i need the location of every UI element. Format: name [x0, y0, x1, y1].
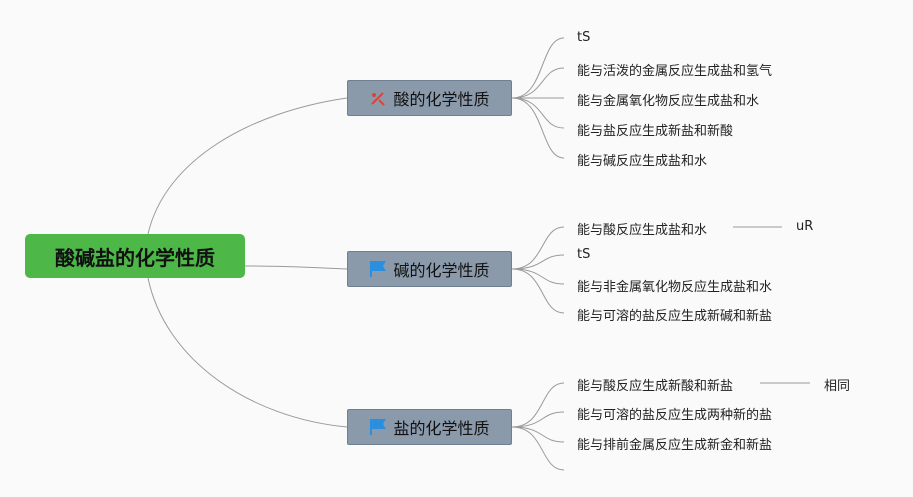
tools-icon — [369, 89, 387, 107]
salt-item-1[interactable]: 能与酸反应生成新酸和新盐 — [577, 379, 734, 394]
link-acid-1 — [511, 37, 565, 99]
branch-base-label: 碱的化学性质 — [393, 261, 490, 280]
acid-item-1[interactable]: tS — [577, 30, 591, 45]
salt-item-2[interactable]: 能与可溶的盐反应生成两种新的盐 — [577, 408, 773, 423]
link-base-4 — [511, 268, 565, 314]
acid-item-2[interactable]: 能与活泼的金属反应生成盐和氢气 — [577, 64, 773, 79]
link-base-3 — [511, 268, 565, 285]
root-topic[interactable]: 酸碱盐的化学性质 — [25, 234, 245, 278]
salt-item-3[interactable]: 能与排前金属反应生成新金和新盐 — [577, 438, 773, 453]
base-item-1[interactable]: 能与酸反应生成盐和水 — [577, 223, 708, 238]
link-acid-5 — [511, 97, 565, 159]
flag-icon — [369, 418, 387, 436]
link-base-2 — [511, 254, 565, 270]
acid-item-3[interactable]: 能与金属氧化物反应生成盐和水 — [577, 94, 760, 109]
salt-item-1-sub[interactable]: 相同 — [824, 379, 851, 394]
base-item-1-sub[interactable]: uR — [796, 219, 814, 234]
acid-item-4[interactable]: 能与盐反应生成新盐和新酸 — [577, 124, 734, 139]
link-salt-4 — [511, 426, 565, 471]
root-topic-label: 酸碱盐的化学性质 — [55, 245, 215, 270]
link-acid-2 — [511, 67, 565, 99]
flag-icon — [369, 260, 387, 278]
link-base-1 — [511, 226, 565, 270]
link-acid-4 — [511, 97, 565, 129]
branch-acid-label: 酸的化学性质 — [393, 90, 490, 109]
link-root-salt — [147, 277, 348, 428]
link-salt-1 — [511, 382, 565, 428]
branch-base[interactable]: 碱的化学性质 — [347, 251, 512, 287]
link-root-acid — [147, 97, 348, 235]
link-salt-3 — [511, 426, 565, 443]
acid-item-5[interactable]: 能与碱反应生成盐和水 — [577, 154, 708, 169]
branch-salt-label: 盐的化学性质 — [393, 419, 490, 438]
link-root-base — [244, 265, 348, 270]
base-item-3[interactable]: 能与非金属氧化物反应生成盐和水 — [577, 280, 773, 295]
branch-acid[interactable]: 酸的化学性质 — [347, 80, 512, 116]
base-item-2[interactable]: tS — [577, 247, 591, 262]
branch-salt[interactable]: 盐的化学性质 — [347, 409, 512, 445]
link-salt-2 — [511, 411, 565, 428]
base-item-4[interactable]: 能与可溶的盐反应生成新碱和新盐 — [577, 309, 773, 324]
